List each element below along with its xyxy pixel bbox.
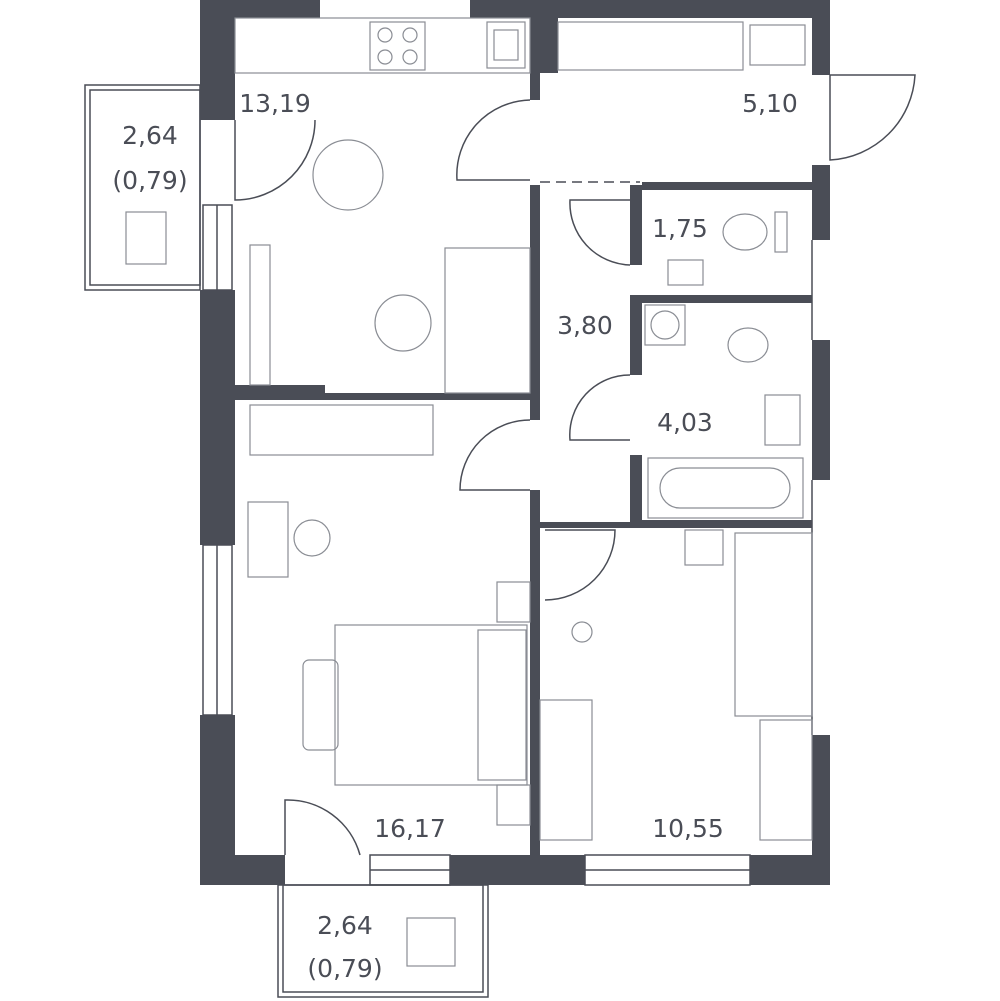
bedroom-wardrobe bbox=[249, 404, 434, 456]
tv-stand bbox=[249, 244, 271, 386]
nightstand-1 bbox=[496, 581, 531, 623]
toilet-1 bbox=[722, 213, 768, 251]
balcony-chair-left bbox=[125, 211, 167, 265]
kids-nightstand bbox=[684, 529, 724, 566]
bath-sink bbox=[764, 394, 801, 446]
room-area-toilet: 1,75 bbox=[652, 214, 708, 243]
balcony-chair-bottom bbox=[406, 917, 456, 967]
balcony-left-area: 2,64 bbox=[122, 121, 178, 150]
balcony-left-inner bbox=[89, 89, 201, 286]
double-bed bbox=[334, 624, 528, 786]
balcony-left-reduced-area: (0,79) bbox=[112, 166, 187, 195]
furniture bbox=[125, 17, 813, 967]
single-bed bbox=[734, 532, 813, 717]
room-area-corridor: 3,80 bbox=[557, 311, 613, 340]
dining-table bbox=[312, 139, 384, 211]
nightstand-2 bbox=[496, 784, 531, 826]
room-area-kids-room: 10,55 bbox=[652, 814, 724, 843]
sink bbox=[486, 21, 526, 69]
stool bbox=[293, 519, 331, 557]
shoe-rack bbox=[749, 24, 806, 66]
hall-wardrobe bbox=[557, 21, 744, 71]
washer bbox=[644, 304, 686, 346]
bathtub bbox=[647, 457, 804, 519]
windows bbox=[202, 204, 813, 886]
balcony-bottom-reduced-area: (0,79) bbox=[307, 954, 382, 983]
stove bbox=[369, 21, 426, 71]
kids-wardrobe bbox=[759, 719, 813, 841]
room-area-bedroom: 16,17 bbox=[374, 814, 446, 843]
balcony-bottom-area: 2,64 bbox=[317, 911, 373, 940]
desk bbox=[539, 699, 593, 841]
room-area-hall: 5,10 bbox=[742, 89, 798, 118]
toilet-2 bbox=[727, 327, 769, 363]
outer-walls bbox=[200, 0, 830, 885]
bench bbox=[302, 659, 339, 751]
room-area-bathroom: 4,03 bbox=[657, 408, 713, 437]
interior-walls bbox=[235, 18, 812, 855]
ball bbox=[571, 621, 593, 643]
coffee-table bbox=[374, 294, 432, 352]
toilet-sink bbox=[667, 259, 704, 286]
sofa bbox=[444, 247, 531, 394]
kitchen-counter bbox=[234, 17, 531, 74]
mirror-table bbox=[247, 501, 289, 578]
doors bbox=[234, 74, 916, 856]
room-area-kitchen-living: 13,19 bbox=[239, 89, 311, 118]
